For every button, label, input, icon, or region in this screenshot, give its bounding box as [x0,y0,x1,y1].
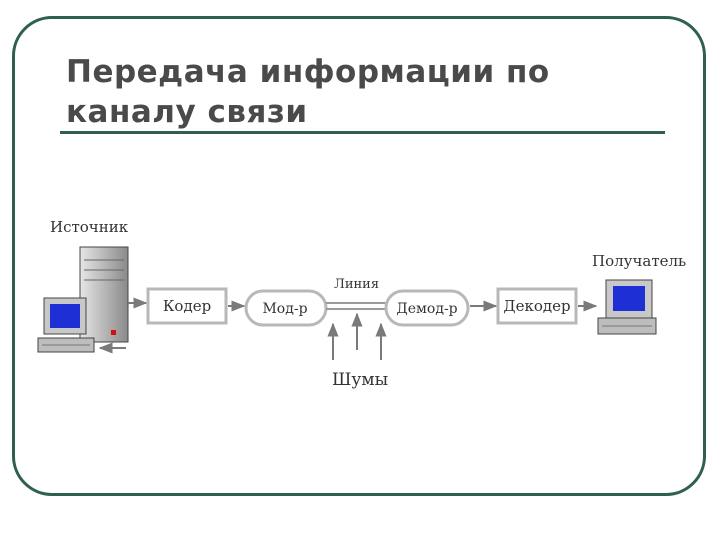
line-label: Линия [334,277,379,292]
modulator-node: Мод-р [244,289,328,327]
slide-title: Передача информации по каналу связи [66,52,626,132]
decoder-label: Декодер [503,297,570,315]
slide-frame [12,16,706,496]
title-line-2: каналу связи [66,94,308,130]
demodulator-label: Демод-р [396,301,457,317]
demodulator-node: Демод-р [384,289,470,327]
noise-label: Шумы [332,370,388,390]
modulator-label: Мод-р [262,301,307,317]
coder-node: Кодер [146,287,228,325]
receiver-computer-icon [597,279,657,335]
source-computer-icon [37,246,129,354]
receiver-label: Получатель [592,252,686,270]
title-line-1: Передача информации по [66,54,550,90]
title-underline [60,131,665,134]
coder-label: Кодер [163,297,211,315]
source-label: Источник [50,218,129,236]
decoder-node: Декодер [496,287,578,325]
channel-line [326,302,386,310]
